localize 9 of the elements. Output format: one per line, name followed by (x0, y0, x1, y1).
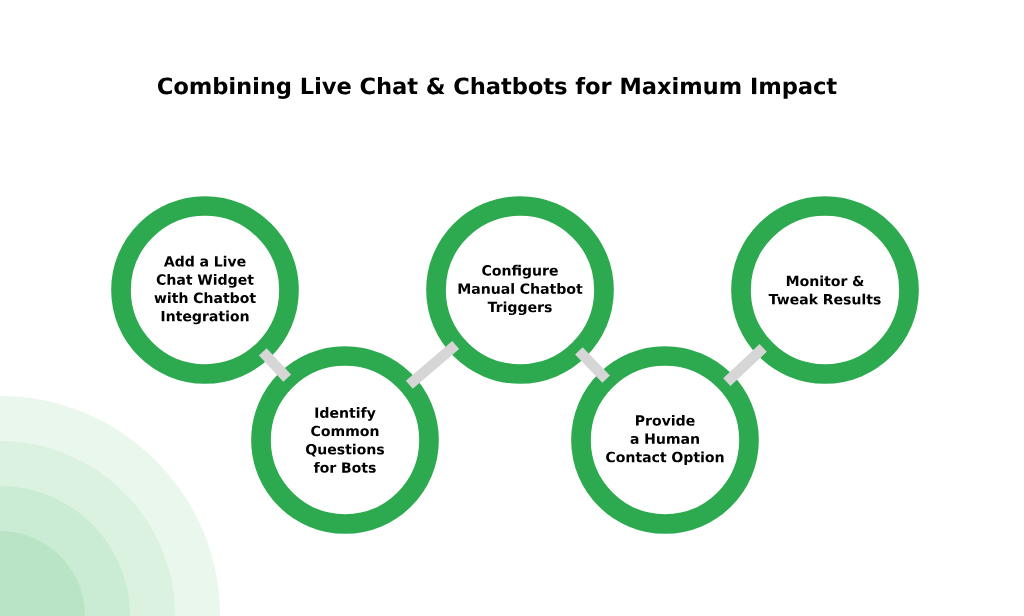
connector (405, 341, 460, 389)
step-ring: Monitor & Tweak Results (731, 196, 919, 384)
connector (258, 348, 292, 382)
step-ring: Identify Common Questions for Bots (251, 346, 439, 534)
step-ring: Configure Manual Chatbot Triggers (426, 196, 614, 384)
step-ring: Add a Live Chat Widget with Chatbot Integration (111, 196, 299, 384)
title: Combining Live Chat & Chatbots for Maximum Impact (158, 77, 837, 99)
step-ring: Provide a Human Contact Option (571, 346, 759, 534)
connector (575, 347, 610, 383)
